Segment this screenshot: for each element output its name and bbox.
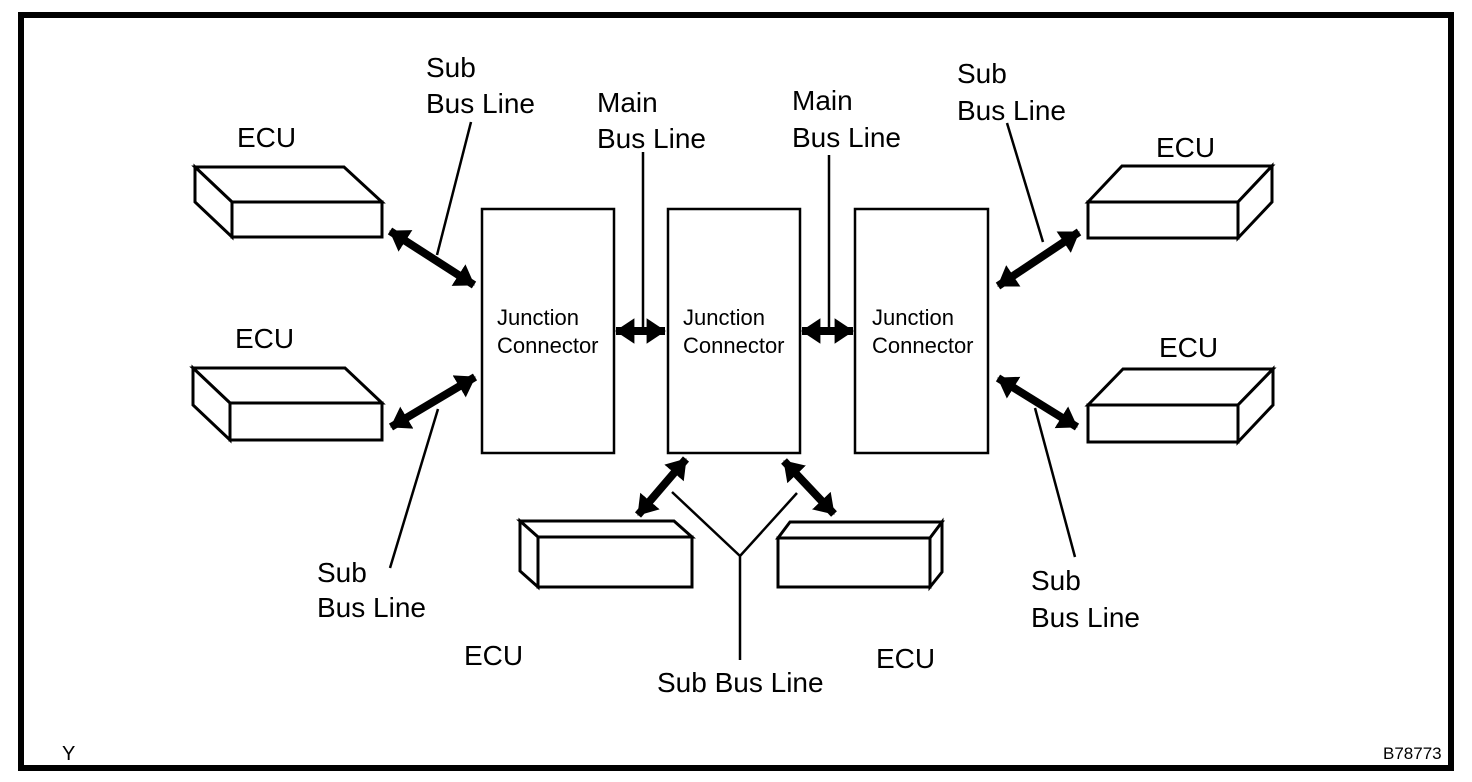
ecu-box-top-left <box>191 163 386 241</box>
ecu-box-bottom-right <box>775 517 945 592</box>
label-sub-bus-bottom-right-line1: Sub <box>1031 565 1081 596</box>
ecu-label-mid-left: ECU <box>235 323 294 354</box>
ecu-label-top-left: ECU <box>237 122 296 153</box>
figure-border <box>18 12 1454 771</box>
label-sub-bus-top-right-line1: Sub <box>957 58 1007 89</box>
label-sub-bus-bottom-left-line2: Bus Line <box>317 592 426 623</box>
label-main-bus-left-line2: Bus Line <box>597 123 706 154</box>
ecu-label-bottom-right: ECU <box>876 643 935 674</box>
label-sub-bus-top-left: Sub Bus Line <box>426 52 535 119</box>
arrow-sub-bus-mid-right <box>995 374 1080 431</box>
arrow-sub-bus-mid-left <box>388 373 478 431</box>
label-sub-bus-top-right-line2: Bus Line <box>957 95 1066 126</box>
junction-connector-center-label-line1: Junction <box>683 305 765 330</box>
ecu-box-mid-left <box>189 364 386 444</box>
junction-connector-left-label-line1: Junction <box>497 305 579 330</box>
junction-connector-left: Junction Connector <box>480 207 616 455</box>
ecu-box-mid-right <box>1084 365 1277 446</box>
label-sub-bus-top-left-line2: Bus Line <box>426 88 535 119</box>
corner-mark: Y <box>62 743 75 765</box>
junction-connector-left-box <box>480 207 616 455</box>
label-sub-bus-bottom-right: Sub Bus Line <box>1031 565 1140 633</box>
label-sub-bus-top-right: Sub Bus Line <box>957 58 1066 126</box>
junction-connector-right-box <box>853 207 990 455</box>
leader-line-sub-top-right <box>1005 122 1045 243</box>
label-main-bus-right-line1: Main <box>792 85 853 116</box>
arrow-sub-bus-top-right <box>995 228 1082 290</box>
leader-line-sub-top-left <box>435 121 473 256</box>
ecu-label-bottom-left: ECU <box>464 640 523 671</box>
label-main-bus-right: Main Bus Line <box>792 85 901 153</box>
ecu-box-top-right <box>1084 162 1276 242</box>
junction-connector-center-box <box>666 207 802 455</box>
junction-connector-right: Junction Connector <box>853 207 990 455</box>
label-sub-bus-bottom-right-line2: Bus Line <box>1031 602 1140 633</box>
label-sub-bus-bottom-center: Sub Bus Line <box>657 667 824 698</box>
junction-connector-left-label-line2: Connector <box>497 333 599 358</box>
label-main-bus-left-line1: Main <box>597 87 658 118</box>
junction-connector-center-label-line2: Connector <box>683 333 785 358</box>
arrow-sub-bus-top-left <box>387 227 477 289</box>
label-main-bus-right-line2: Bus Line <box>792 122 901 153</box>
junction-connector-center: Junction Connector <box>666 207 802 455</box>
ecu-label-mid-right: ECU <box>1159 332 1218 363</box>
junction-connector-right-label-line2: Connector <box>872 333 974 358</box>
label-sub-bus-bottom-left: Sub Bus Line <box>317 557 426 623</box>
junction-connector-right-label-line1: Junction <box>872 305 954 330</box>
label-sub-bus-top-left-line1: Sub <box>426 52 476 83</box>
arrow-sub-bus-bottom-left <box>634 456 690 518</box>
figure-code: B78773 <box>1383 744 1442 763</box>
leader-line-sub-bottom-left <box>388 408 440 569</box>
ecu-label-top-right: ECU <box>1156 132 1215 163</box>
leader-line-sub-bottom-right <box>1033 407 1077 558</box>
label-main-bus-left: Main Bus Line <box>597 87 706 154</box>
label-sub-bus-bottom-left-line1: Sub <box>317 557 367 588</box>
ecu-box-bottom-left <box>516 517 696 591</box>
arrow-sub-bus-bottom-right <box>781 458 837 517</box>
